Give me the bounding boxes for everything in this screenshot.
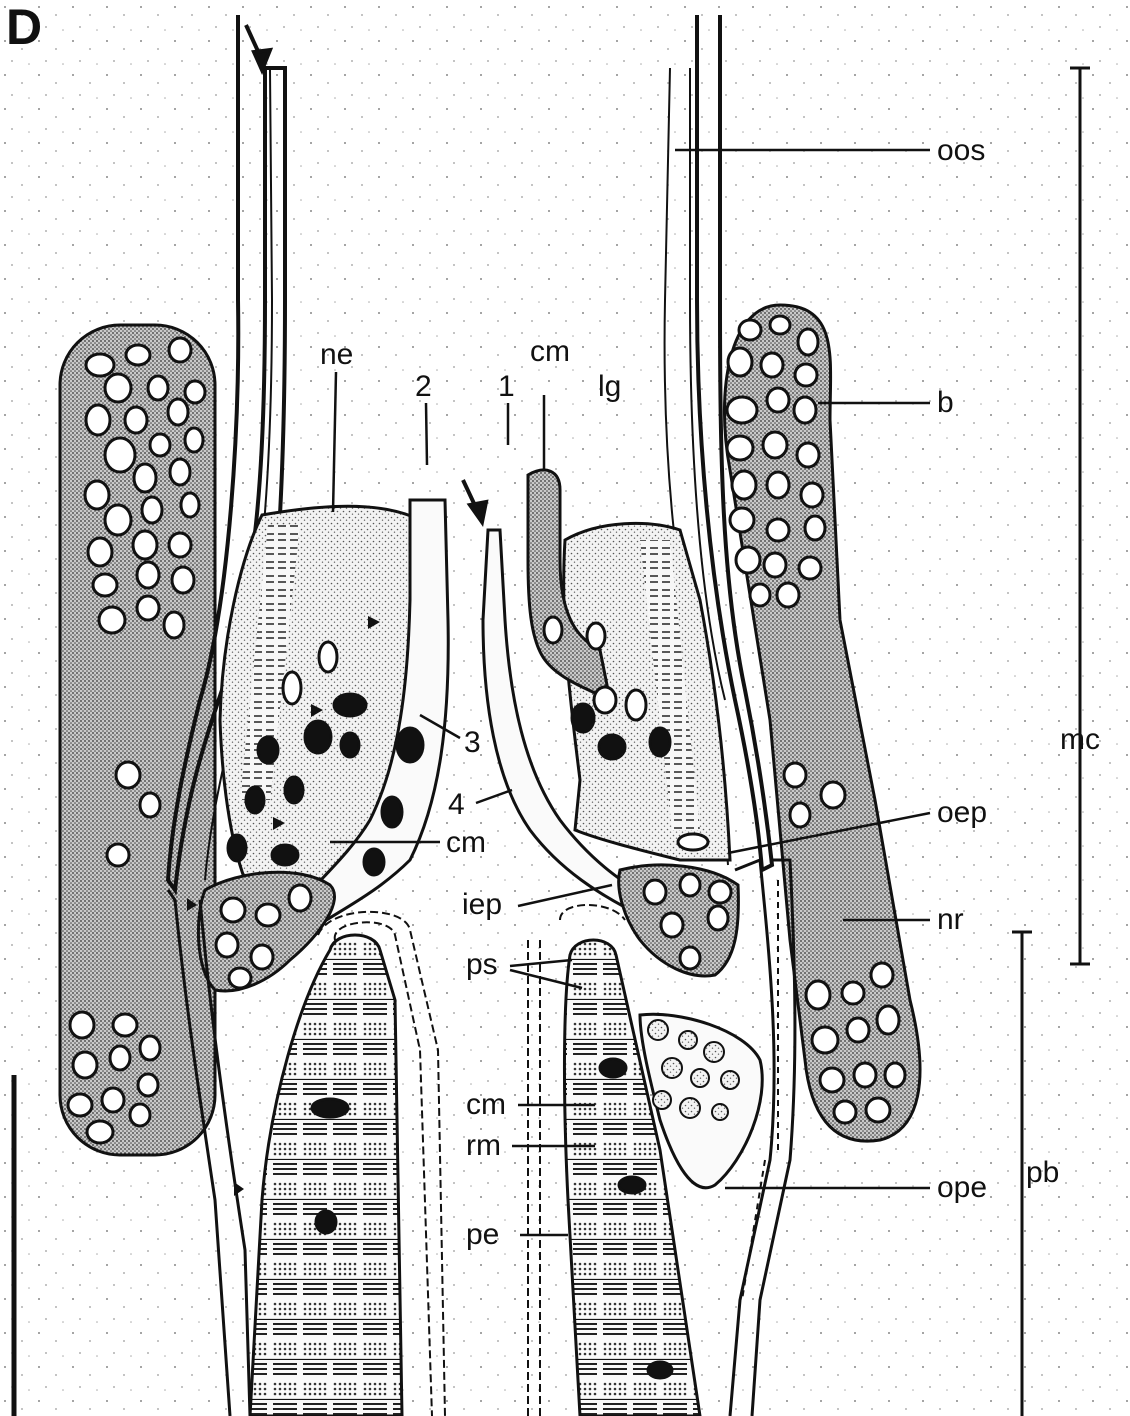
label-rm: rm: [466, 1131, 501, 1161]
label-oos: oos: [937, 136, 985, 166]
label-pe: pe: [466, 1220, 499, 1250]
label-ne: ne: [320, 340, 353, 370]
label-lg: lg: [598, 372, 621, 402]
label-nr: nr: [937, 905, 964, 935]
label-oep: oep: [937, 798, 987, 828]
label-4: 4: [448, 790, 465, 820]
label-mc: mc: [1060, 725, 1100, 755]
label-cm-mid: cm: [446, 828, 486, 858]
label-b: b: [937, 388, 954, 418]
label-1: 1: [498, 372, 515, 402]
label-cm-low: cm: [466, 1090, 506, 1120]
panel-label: D: [6, 2, 42, 52]
label-ps: ps: [466, 950, 498, 980]
label-cm-top: cm: [530, 337, 570, 367]
label-2: 2: [415, 372, 432, 402]
label-pb: pb: [1026, 1158, 1059, 1188]
label-iep: iep: [462, 890, 502, 920]
label-ope: ope: [937, 1173, 987, 1203]
label-3: 3: [464, 728, 481, 758]
